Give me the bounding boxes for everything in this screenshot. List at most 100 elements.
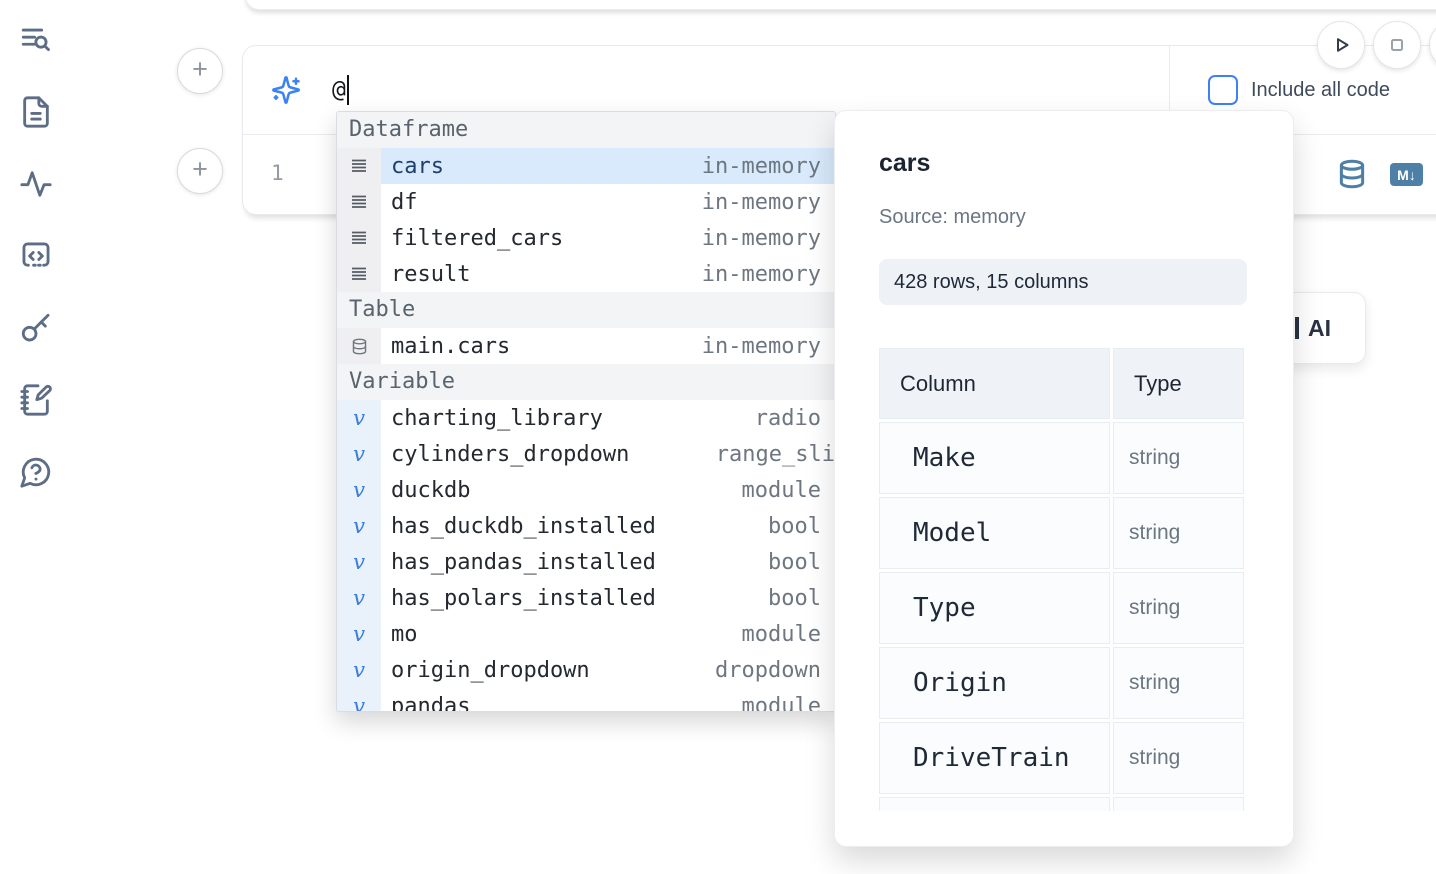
completion-item-detail: module xyxy=(741,477,821,503)
column-name-cell: Origin xyxy=(879,647,1110,719)
ai-button-label: AI xyxy=(1308,314,1331,341)
completion-item[interactable]: v charting_library radio xyxy=(337,400,835,436)
sidebar-code-square-icon[interactable] xyxy=(19,239,53,273)
variable-icon: v xyxy=(337,580,381,616)
sidebar-activity-icon[interactable] xyxy=(19,167,53,201)
stop-icon xyxy=(1385,33,1409,57)
dataframe-icon xyxy=(337,220,381,256)
completion-item-content: charting_library radio xyxy=(381,400,835,436)
add-cell-button-top[interactable]: + xyxy=(177,48,223,94)
completion-section-header: Variable xyxy=(337,364,835,400)
sidebar-notebook-pen-icon[interactable] xyxy=(19,383,53,417)
include-all-code-label[interactable]: Include all code xyxy=(1251,78,1390,101)
completion-item-detail: bool xyxy=(768,585,821,611)
variable-icon: v xyxy=(337,400,381,436)
completion-item[interactable]: v origin_dropdown dropdown xyxy=(337,652,835,688)
dataframe-icon xyxy=(337,184,381,220)
dataframe-icon xyxy=(337,256,381,292)
dataframe-preview-popup: cars Source: memory 428 rows, 15 columns… xyxy=(834,110,1294,847)
column-name-cell: Make xyxy=(879,422,1110,494)
schema-table-header: Column xyxy=(879,348,1110,419)
run-cell-button[interactable] xyxy=(1317,21,1365,69)
variable-icon: v xyxy=(337,508,381,544)
completion-item-detail: radio xyxy=(754,405,821,431)
sidebar-help-circle-icon[interactable] xyxy=(19,455,53,489)
completion-item-content: origin_dropdown dropdown xyxy=(381,652,835,688)
completion-item-name: df xyxy=(391,189,418,215)
variable-icon: v xyxy=(337,472,381,508)
plus-icon: + xyxy=(192,154,208,184)
table-icon xyxy=(337,328,381,364)
sidebar-key-icon[interactable] xyxy=(19,311,53,345)
schema-table-header: Type xyxy=(1113,348,1244,419)
variable-icon: v xyxy=(337,616,381,652)
column-type-cell: string xyxy=(1113,422,1244,494)
completion-item-name: charting_library xyxy=(391,405,603,431)
ai-prompt-input[interactable]: @ xyxy=(332,46,1032,134)
completion-item-name: duckdb xyxy=(391,477,471,503)
markdown-icon[interactable]: M↓ xyxy=(1390,163,1423,186)
completion-item-name: origin_dropdown xyxy=(391,657,590,683)
completion-item-name: has_duckdb_installed xyxy=(391,513,656,539)
sidebar xyxy=(0,0,72,874)
column-type-cell: string xyxy=(1113,572,1244,644)
include-all-code-checkbox[interactable] xyxy=(1208,75,1238,105)
sparkles-icon xyxy=(271,75,301,105)
completion-section-header: Table xyxy=(337,292,835,328)
datasource-icon[interactable] xyxy=(1337,156,1367,192)
variable-icon: v xyxy=(337,688,381,711)
include-all-code-group: Include all code xyxy=(1169,46,1436,134)
add-cell-button-bottom[interactable]: + xyxy=(177,148,223,194)
completion-item-detail: dropdown xyxy=(715,657,821,683)
popup-source: Source: memory xyxy=(879,206,1026,228)
previous-cell-fragment xyxy=(245,0,1436,10)
sidebar-list-search-icon[interactable] xyxy=(19,23,53,57)
variable-icon: v xyxy=(337,436,381,472)
column-name-cell: Type xyxy=(879,572,1110,644)
schema-table-row xyxy=(879,797,1244,811)
column-type-cell xyxy=(1113,797,1244,811)
sidebar-file-text-icon[interactable] xyxy=(19,95,53,129)
variable-icon: v xyxy=(337,652,381,688)
column-name-cell: Model xyxy=(879,497,1110,569)
stop-button[interactable] xyxy=(1373,21,1421,69)
dataframe-icon xyxy=(337,148,381,184)
completion-item-detail: in-memory xyxy=(701,153,821,179)
column-name-cell xyxy=(879,797,1110,811)
completion-item-name: filtered_cars xyxy=(391,225,564,251)
code-editor-row[interactable]: 1 M↓ xyxy=(243,134,1436,214)
column-name-cell: DriveTrain xyxy=(879,722,1110,794)
column-type-cell: string xyxy=(1113,497,1244,569)
line-number: 1 xyxy=(271,161,284,185)
completion-item-name: mo xyxy=(391,621,418,647)
completion-item-detail: module xyxy=(741,621,821,647)
column-type-cell: string xyxy=(1113,722,1244,794)
completion-item-name: result xyxy=(391,261,471,287)
